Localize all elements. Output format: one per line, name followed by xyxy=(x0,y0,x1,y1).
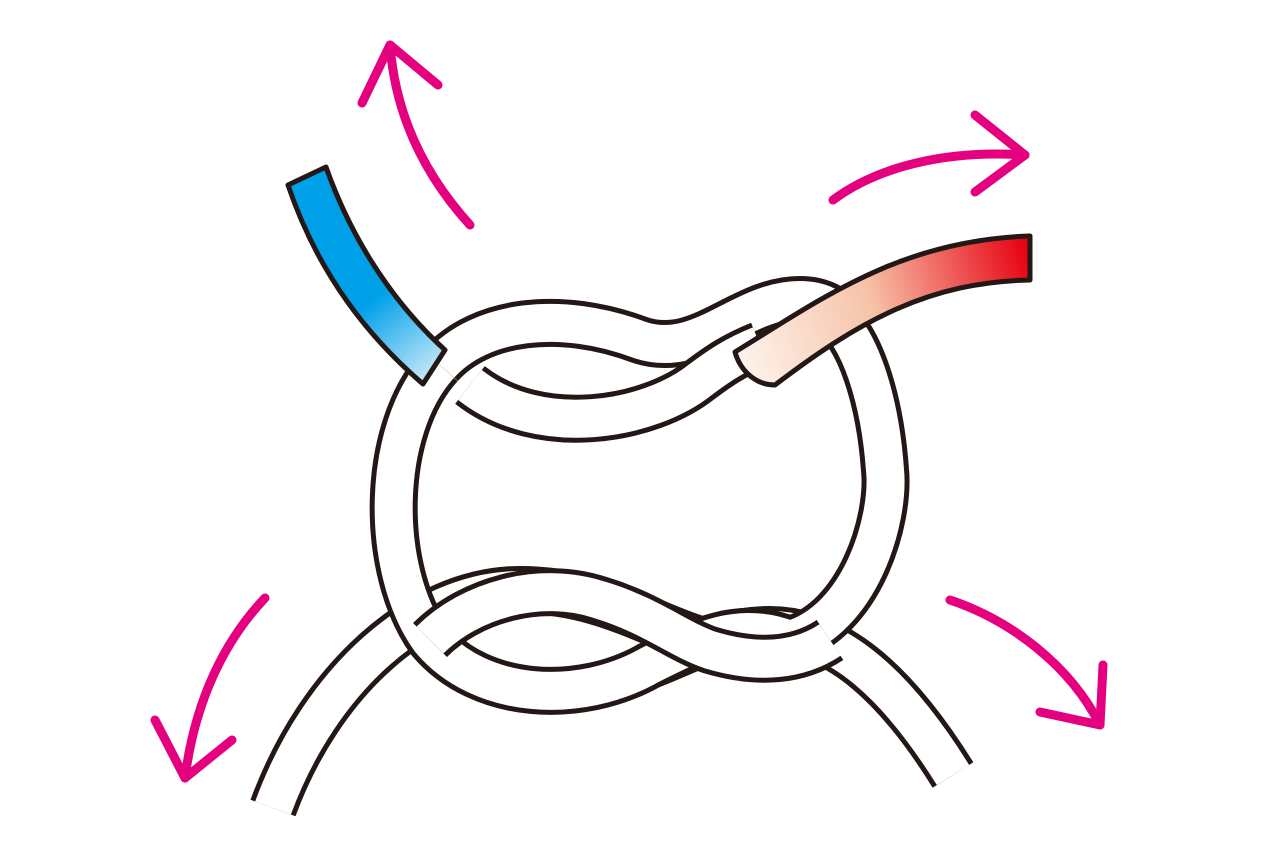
lower-crossing-strand xyxy=(413,568,844,683)
arrow-down-left xyxy=(150,593,270,783)
upper-under-strand xyxy=(455,322,770,443)
blue-rope-end xyxy=(285,164,448,387)
arrow-down-right xyxy=(945,595,1108,730)
arrow-up-right xyxy=(828,110,1030,205)
red-rope-end xyxy=(732,233,1033,388)
arrow-up-left xyxy=(357,40,475,230)
upper-crossing-strand xyxy=(422,275,862,382)
